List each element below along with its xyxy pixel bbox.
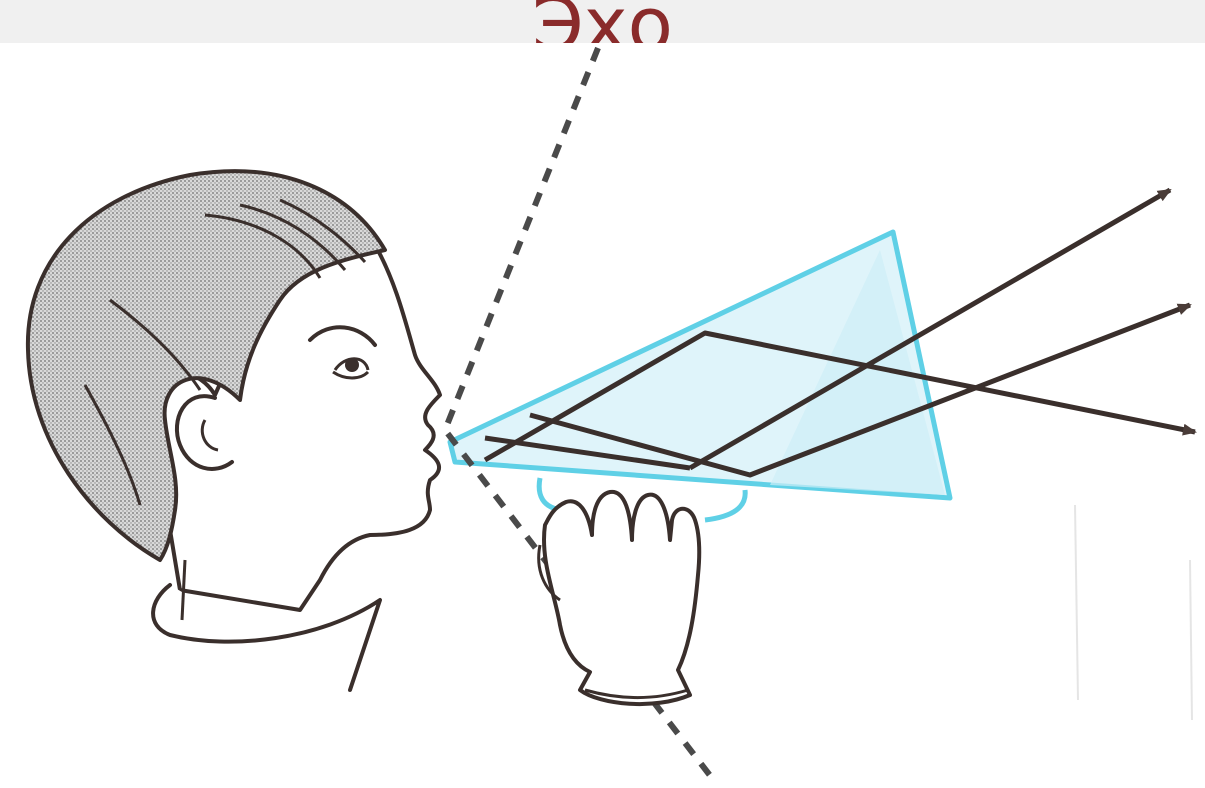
megaphone-cone (450, 232, 950, 520)
scan-marks (1075, 505, 1192, 720)
cupped-hand (539, 492, 700, 704)
